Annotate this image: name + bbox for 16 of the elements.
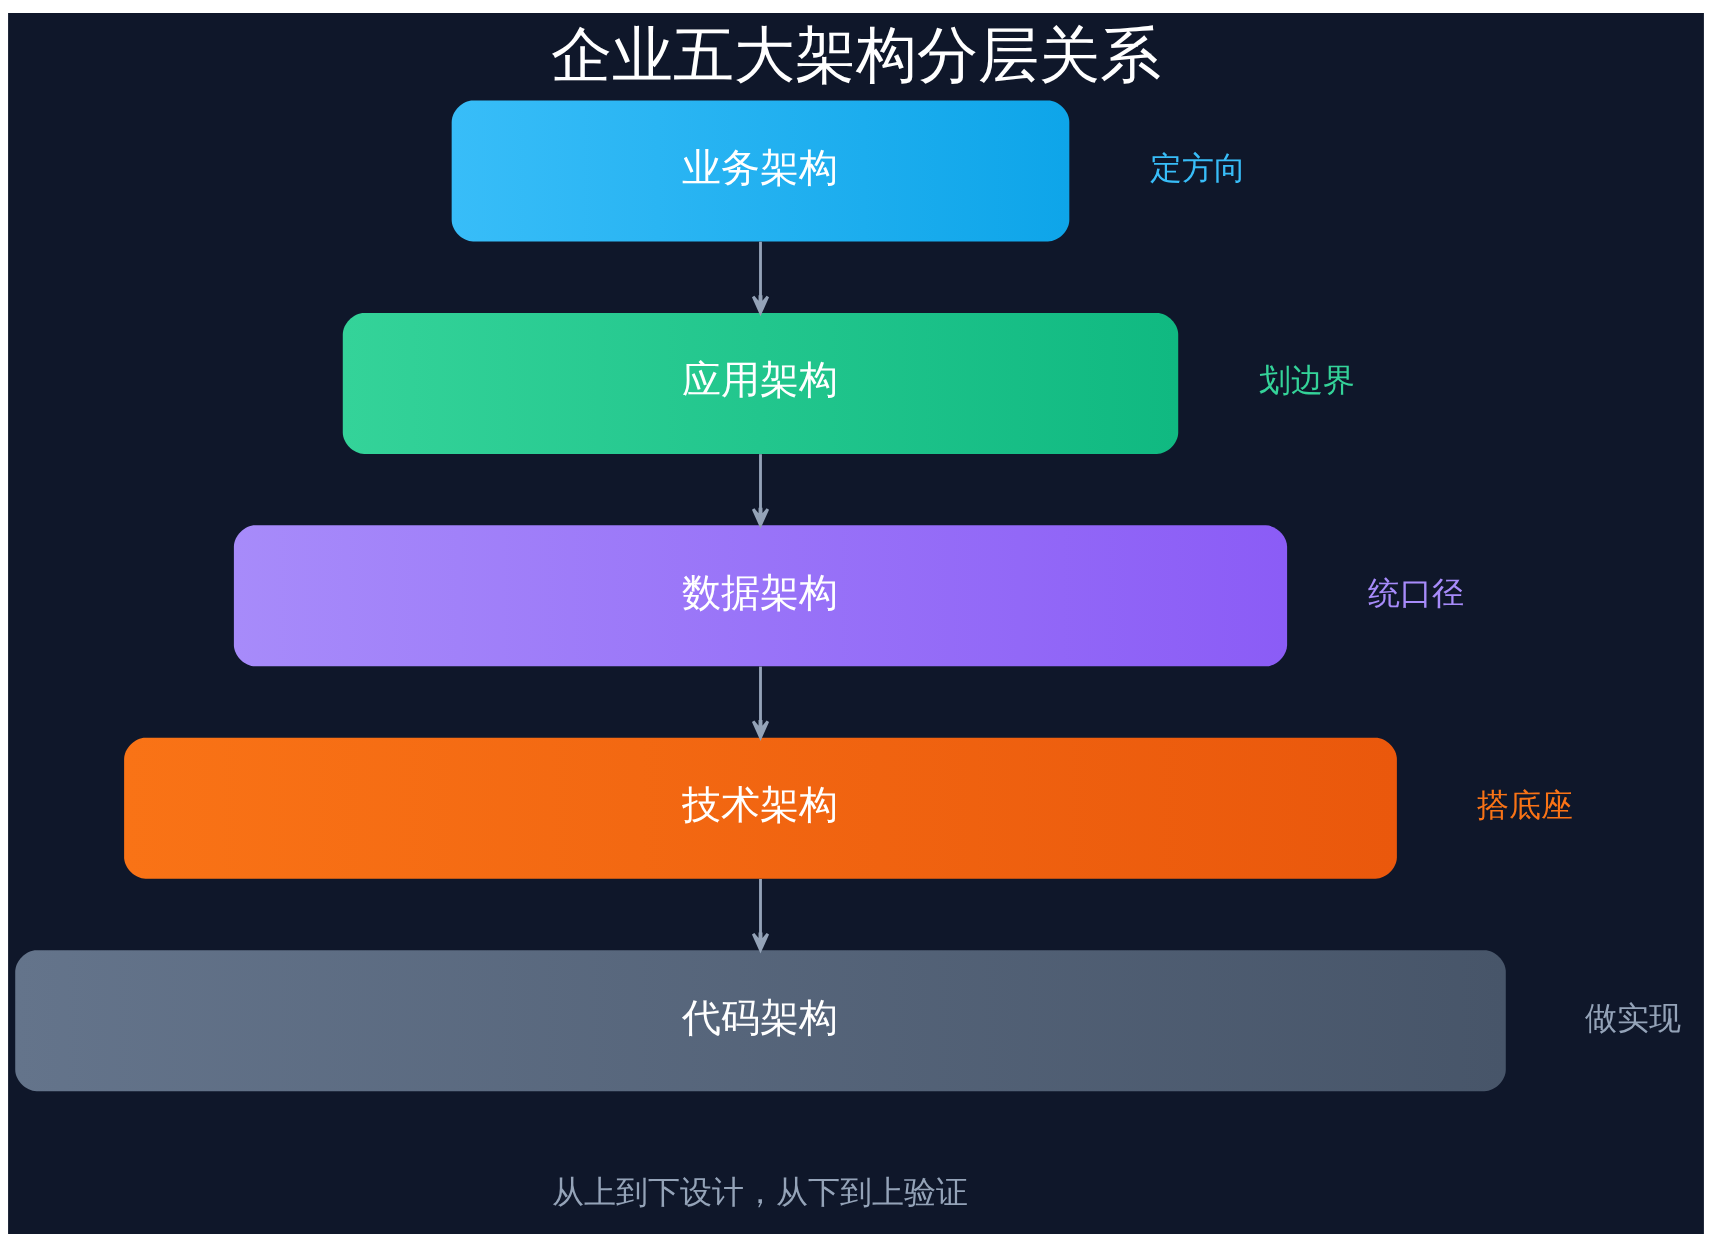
arrow	[751, 241, 770, 314]
node-box: 数据架构	[233, 524, 1288, 666]
caption: 从上到下设计，从下到上验证	[552, 1172, 969, 1211]
node-box: 应用架构	[342, 312, 1179, 454]
node-label: 划边界	[1258, 360, 1355, 399]
diagram-title: 企业五大架构分层关系	[551, 19, 1161, 90]
arrow	[751, 666, 770, 739]
node-box: 业务架构	[451, 99, 1070, 241]
node-label: 做实现	[1585, 998, 1682, 1037]
node-box: 代码架构	[15, 949, 1506, 1091]
node-label: 统口径	[1367, 573, 1464, 612]
arrow	[751, 878, 770, 951]
arrow	[751, 453, 770, 527]
node-label: 定方向	[1149, 148, 1246, 187]
node-box: 技术架构	[124, 737, 1397, 879]
node-label: 搭底座	[1476, 785, 1573, 824]
